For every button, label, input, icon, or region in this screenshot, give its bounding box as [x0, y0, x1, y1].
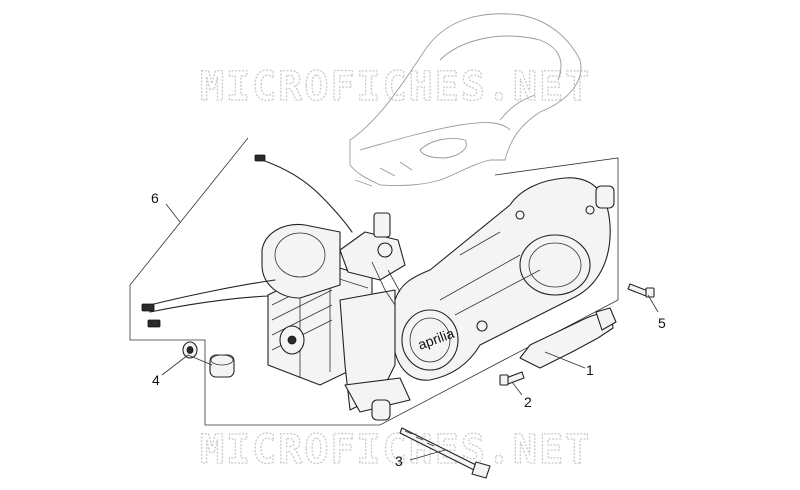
kit-outline-frame — [129, 137, 619, 426]
spark-plug — [287, 335, 297, 345]
watermark-bottom: MICROFICHES.NET — [200, 427, 591, 473]
cover-bolt — [476, 320, 488, 332]
swingarm-mount — [344, 377, 411, 413]
cover-bolt — [585, 205, 595, 215]
carburetor — [339, 212, 406, 306]
through-bolt — [399, 427, 491, 479]
bolt-small — [499, 371, 525, 386]
leader-lines — [161, 203, 659, 461]
clutch-housing-cover — [519, 234, 591, 296]
callout-6: 6 — [151, 190, 159, 206]
cover-ribs — [439, 231, 541, 316]
callout-4: 4 — [152, 372, 160, 388]
callout-2: 2 — [524, 394, 532, 410]
scooter-body-ghost — [349, 13, 582, 187]
wire-connector — [147, 319, 161, 328]
cooling-fan-shroud — [261, 223, 341, 299]
wire-connector — [254, 154, 266, 162]
cover-bolt — [515, 210, 525, 220]
watermark-top: MICROFICHES.NET — [200, 64, 591, 110]
fan-grille — [274, 232, 326, 278]
engine-assembly: aprilia — [141, 154, 611, 413]
screw-part-5 — [627, 283, 655, 298]
wiring-harness — [261, 159, 353, 233]
clutch-housing-rim — [528, 242, 582, 288]
variator-cover — [401, 309, 459, 371]
callout-3: 3 — [395, 453, 403, 469]
variator-cover-rim — [409, 317, 451, 363]
silent-block-bushings — [182, 185, 615, 421]
wiring-harness-lower — [149, 279, 276, 313]
callout-1: 1 — [586, 362, 594, 378]
kickstart-lever — [519, 307, 617, 369]
wire-connector — [141, 303, 155, 312]
callout-5: 5 — [658, 315, 666, 331]
